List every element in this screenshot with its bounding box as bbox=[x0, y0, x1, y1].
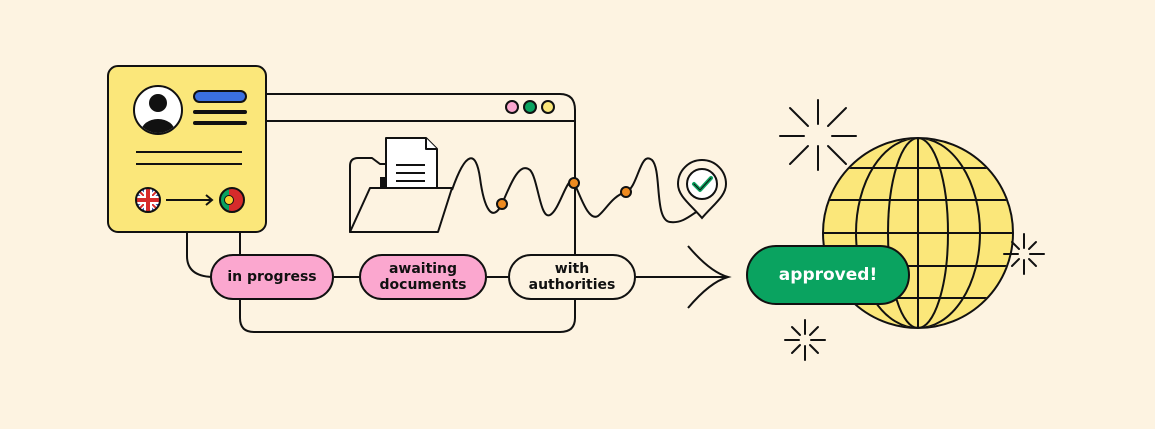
location-check-icon bbox=[676, 159, 728, 220]
profile-card bbox=[107, 65, 267, 233]
stage-approved: approved! bbox=[746, 245, 910, 305]
document-icon bbox=[385, 137, 438, 197]
stage-in-progress: in progress bbox=[210, 254, 334, 300]
portugal-flag-icon bbox=[219, 187, 245, 213]
folder-icon bbox=[349, 137, 453, 233]
avatar-icon bbox=[133, 85, 183, 135]
card-connector bbox=[186, 232, 213, 278]
sparkle-icon bbox=[1003, 233, 1045, 275]
sparkle-icon bbox=[784, 319, 826, 361]
route-dots bbox=[496, 177, 632, 210]
stage-awaiting-label: awaiting documents bbox=[379, 261, 467, 293]
browser-window bbox=[239, 93, 576, 333]
stage-awaiting-documents: awaiting documents bbox=[359, 254, 487, 300]
flow-lines bbox=[334, 245, 732, 309]
sparkle-icon bbox=[779, 99, 857, 171]
stage-with-authorities: with authorities bbox=[508, 254, 636, 300]
name-bar bbox=[193, 90, 247, 103]
window-dots bbox=[505, 100, 555, 114]
arrow-right-icon bbox=[166, 194, 214, 206]
uk-flag-icon bbox=[135, 187, 161, 213]
